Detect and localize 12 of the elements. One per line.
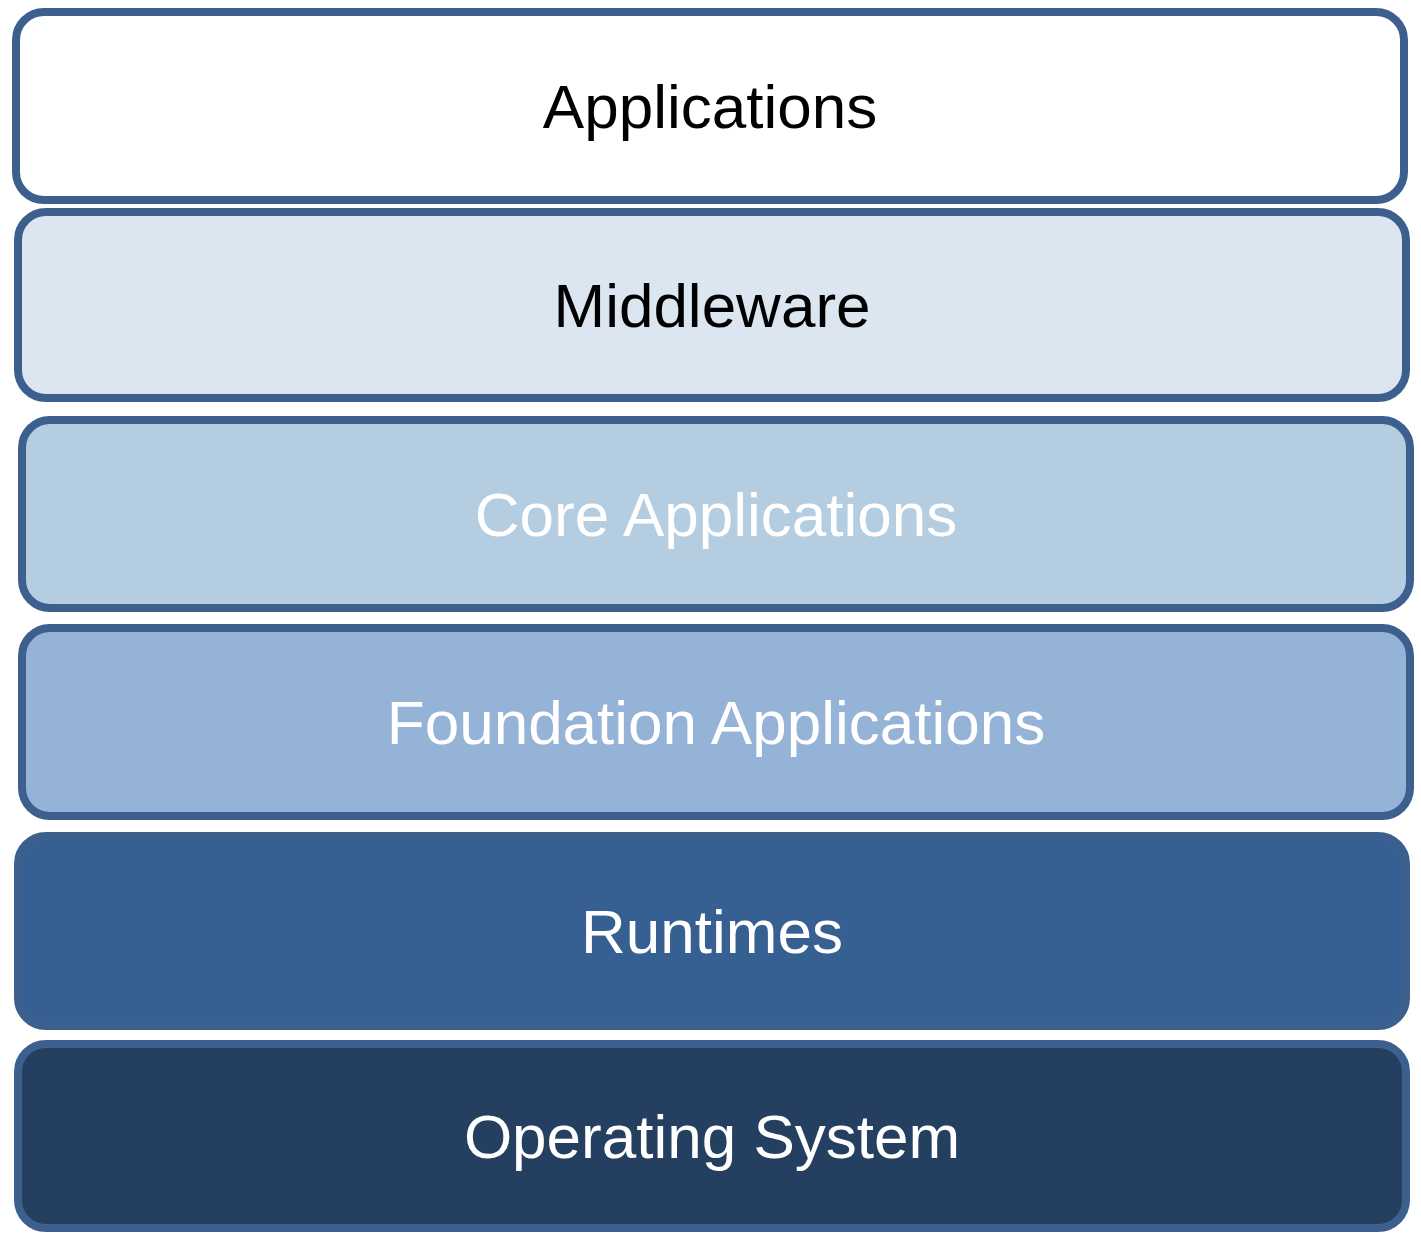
layer-label: Operating System [463, 1100, 961, 1172]
layer-label: Middleware [553, 269, 871, 341]
layer-box [18, 624, 1414, 820]
layer-label: Applications [542, 70, 878, 142]
layer-label: Runtimes [581, 895, 843, 967]
layer-label: Foundation Applications [386, 686, 1046, 758]
layer-box [12, 8, 1408, 204]
layer-box [14, 208, 1410, 402]
layer-box [14, 1040, 1410, 1232]
layer-label: Core Applications [474, 478, 958, 550]
layer-box [14, 832, 1410, 1030]
layer-box [18, 416, 1414, 612]
